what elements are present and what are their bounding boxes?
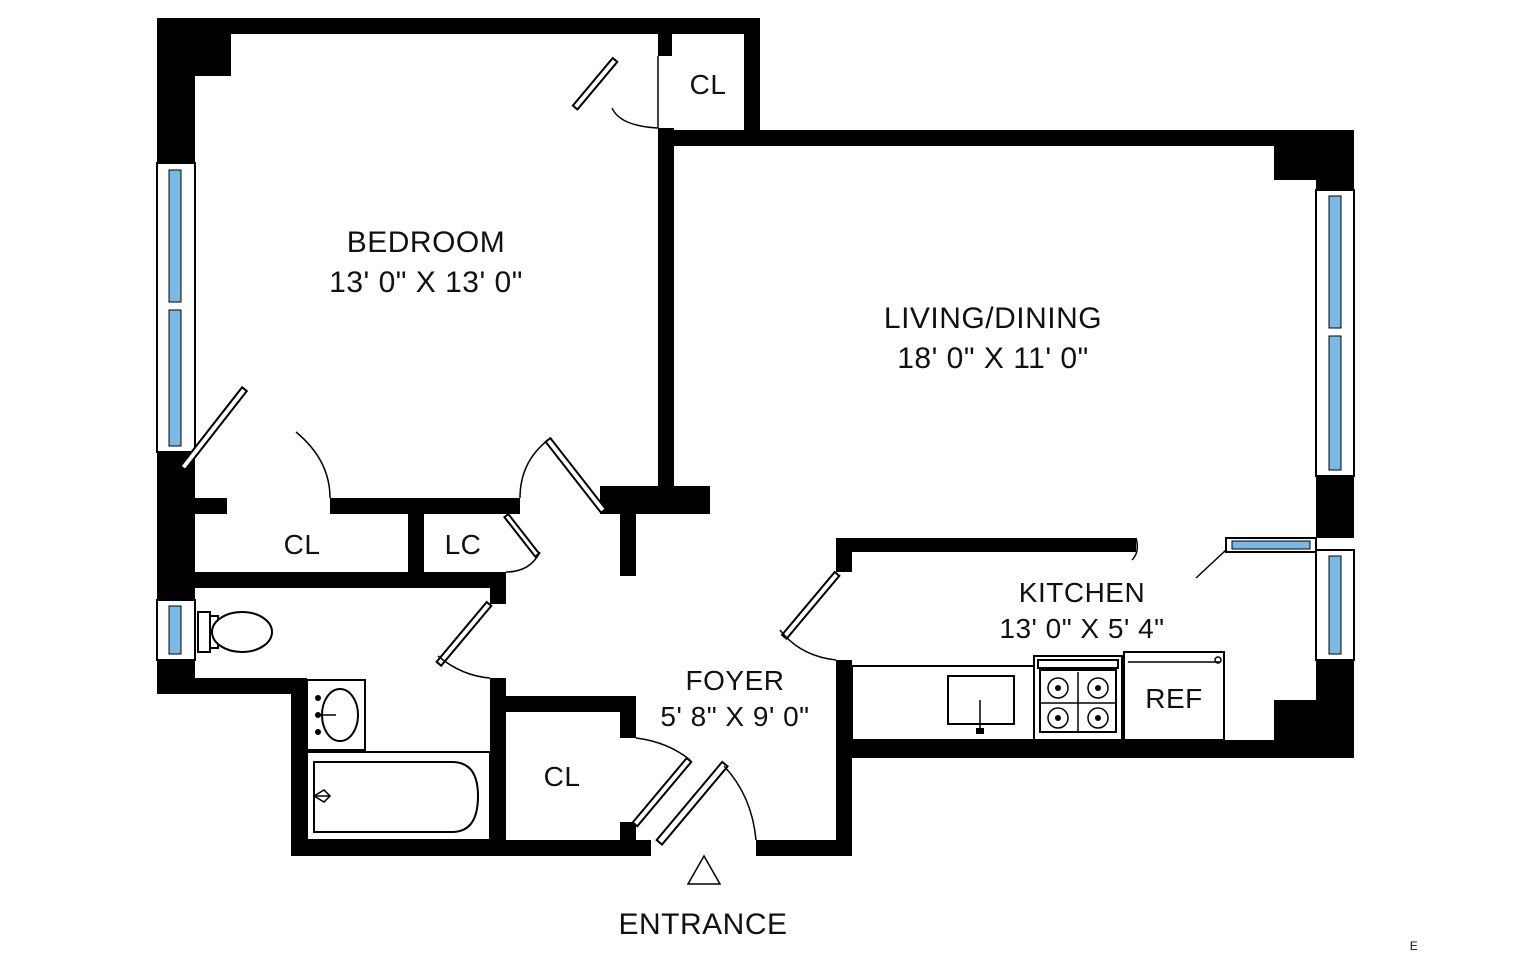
wall-kitchen-top bbox=[836, 538, 1136, 552]
kitchen-sink-icon bbox=[947, 675, 1015, 734]
wall-bedroom-bottom-left bbox=[157, 498, 227, 514]
wall-foyer-right bbox=[836, 740, 852, 856]
wall-bedroom-living bbox=[658, 128, 674, 512]
kitchen-name: KITCHEN bbox=[1019, 577, 1145, 608]
living-name: LIVING/DINING bbox=[884, 302, 1102, 335]
window-bath-glass bbox=[168, 605, 182, 655]
wall-kitchen-bottom bbox=[836, 740, 1354, 758]
door-bedroom-closet[interactable] bbox=[571, 56, 659, 129]
compass-label: E bbox=[1410, 939, 1419, 953]
wall-bath-left bbox=[291, 678, 307, 856]
wall-bath-bottom-left bbox=[157, 678, 293, 694]
wall-living-top bbox=[658, 130, 1354, 146]
fixtures bbox=[197, 611, 1225, 841]
entrance-label: ENTRANCE bbox=[618, 908, 787, 941]
door-entrance[interactable] bbox=[655, 760, 757, 846]
living-size: 18' 0" X 11' 0" bbox=[897, 342, 1088, 375]
linen-closet-label: LC bbox=[445, 529, 482, 560]
refrigerator-icon bbox=[1123, 651, 1225, 741]
wall-living-right-mid bbox=[1316, 476, 1354, 538]
door-bathroom[interactable] bbox=[435, 600, 493, 679]
wall-bedroom-bottom-right bbox=[600, 486, 710, 514]
wall-bedroom-bottom-mid bbox=[330, 498, 520, 514]
door-kitchen[interactable] bbox=[779, 570, 841, 661]
door-living-kitchen[interactable] bbox=[1131, 537, 1227, 579]
wall-kitchen-left-low bbox=[836, 660, 852, 756]
stove-icon bbox=[1033, 655, 1123, 741]
foyer-size: 5' 8" X 9' 0" bbox=[660, 701, 809, 732]
door-bedroom-left[interactable] bbox=[179, 385, 331, 499]
refrigerator-label: REF bbox=[1145, 683, 1203, 714]
wall-foyer-closet-right-low bbox=[620, 822, 636, 856]
window-bedroom-glass-lower bbox=[168, 309, 182, 447]
wall-bedroom-closet-left-stub bbox=[658, 34, 672, 56]
doors bbox=[179, 56, 1227, 846]
labels: BEDROOM 13' 0" X 13' 0" LIVING/DINING 18… bbox=[284, 69, 1419, 953]
door-linen-closet[interactable] bbox=[503, 512, 541, 573]
wall-bedroom-top bbox=[157, 18, 760, 34]
triangle-up-icon bbox=[686, 854, 722, 885]
window-kitchen-pass-glass bbox=[1231, 540, 1311, 550]
wall-foyer-closet-top bbox=[490, 696, 636, 712]
wall-bedroom-closet-right bbox=[744, 18, 760, 130]
bedroom-closet-label: CL bbox=[690, 69, 727, 100]
door-foyer-closet[interactable] bbox=[631, 737, 693, 828]
hall-closet-label: CL bbox=[284, 529, 321, 560]
wall-kitchen-left bbox=[836, 538, 852, 572]
wall-bedroom-left-upper bbox=[157, 18, 195, 163]
bathtub-icon bbox=[306, 751, 491, 841]
bedroom-size: 13' 0" X 13' 0" bbox=[329, 266, 523, 299]
windows bbox=[156, 162, 1355, 661]
window-living-glass-upper bbox=[1328, 195, 1342, 329]
wall-bottom-right bbox=[756, 840, 852, 856]
bedroom-name: BEDROOM bbox=[347, 226, 506, 259]
walls bbox=[157, 18, 1354, 856]
wall-foyer-closet-right bbox=[620, 696, 636, 738]
bath-sink-icon bbox=[306, 679, 366, 751]
wall-bottom-left bbox=[291, 840, 651, 856]
wall-living-right-upper bbox=[1316, 130, 1354, 190]
wall-linen-right bbox=[490, 572, 506, 604]
toilet-icon bbox=[197, 611, 273, 653]
wall-bath-stub bbox=[490, 678, 506, 698]
foyer-name: FOYER bbox=[686, 665, 785, 696]
wall-foyer-stub bbox=[620, 512, 636, 576]
wall-closet-divider bbox=[408, 512, 424, 586]
foyer-closet-label: CL bbox=[544, 761, 581, 792]
window-bedroom-glass-upper bbox=[168, 169, 182, 303]
door-bedroom-right[interactable] bbox=[519, 436, 608, 515]
kitchen-size: 13' 0" X 5' 4" bbox=[999, 613, 1164, 644]
window-living-glass-lower bbox=[1328, 335, 1342, 471]
wall-bath-right bbox=[490, 696, 506, 856]
wall-closets-bottom bbox=[157, 572, 505, 588]
window-kitchen-glass bbox=[1328, 555, 1342, 655]
